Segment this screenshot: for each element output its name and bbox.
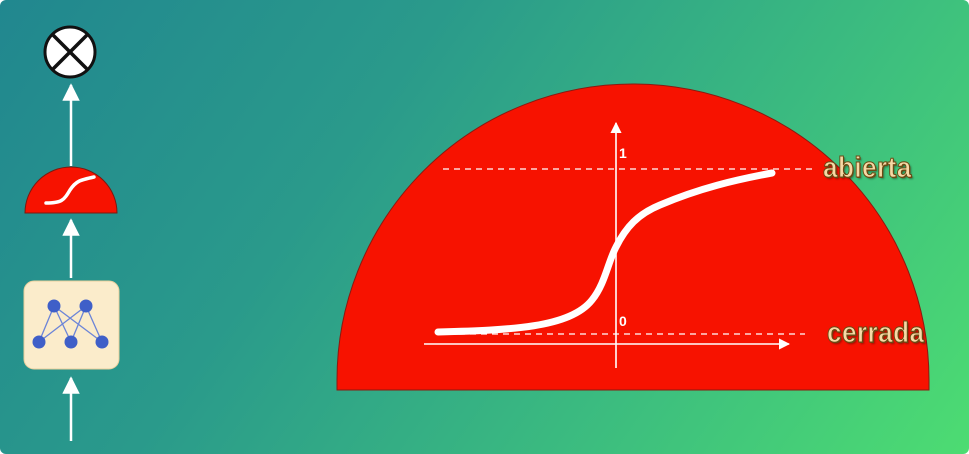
tick-label-zero: 0: [619, 313, 627, 329]
open-label: abierta: [823, 152, 912, 185]
neural-network-icon: [23, 280, 120, 370]
sigmoid-gate-icon: [24, 166, 118, 214]
sigmoid-curve: [434, 169, 776, 336]
closed-label: cerrada: [827, 317, 925, 350]
tick-label-one: 1: [619, 145, 627, 161]
multiply-circle-icon: [43, 25, 97, 79]
large-gate-shape: [336, 83, 930, 391]
